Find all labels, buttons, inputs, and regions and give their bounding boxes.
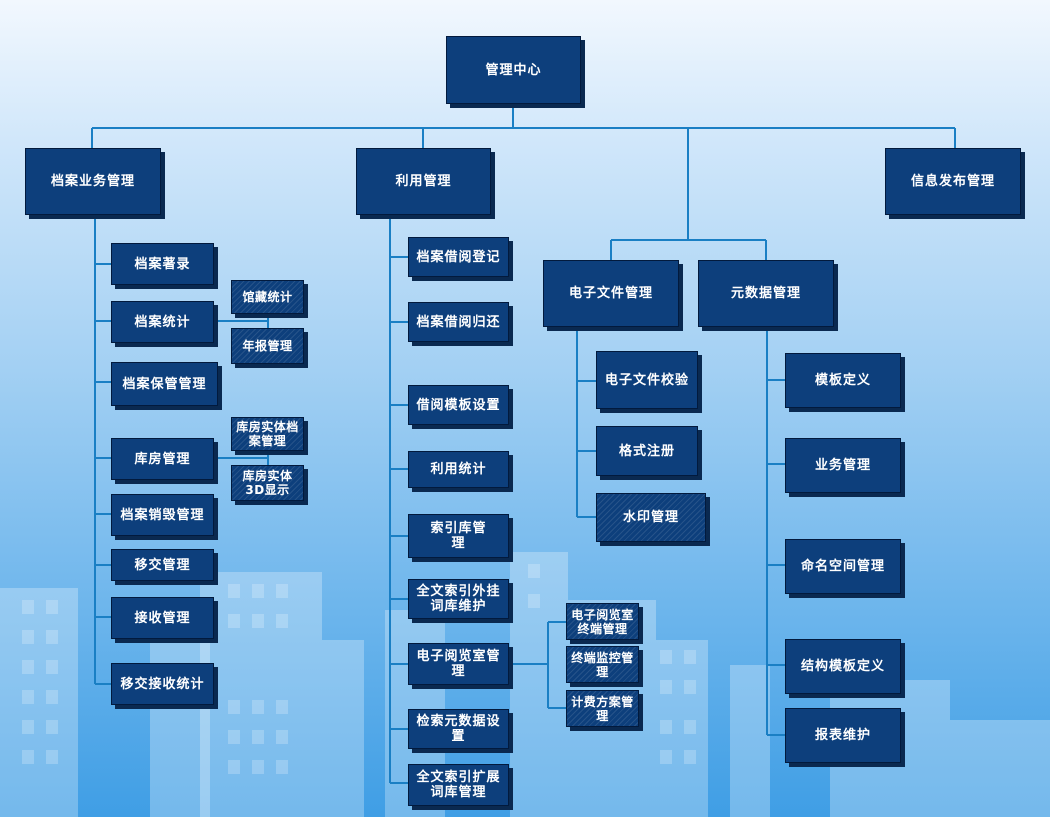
node-borrow-template: 借阅模板设置 [408, 385, 509, 425]
node-reading-room-terminal: 电子阅览室终端管理 [566, 603, 639, 640]
node-business-management: 业务管理 [785, 438, 901, 493]
node-archive-custody: 档案保管管理 [111, 362, 218, 406]
node-usage-stats: 利用统计 [408, 451, 509, 488]
node-annual-report: 年报管理 [231, 328, 304, 364]
node-report-maintenance: 报表维护 [785, 708, 901, 763]
branch-archive-business: 档案业务管理 [25, 148, 161, 215]
node-fulltext-ext-dict: 全文索引扩展词库管理 [408, 764, 509, 806]
node-watermark: 水印管理 [596, 493, 706, 542]
node-template-definition: 模板定义 [785, 353, 901, 408]
node-structure-template: 结构模板定义 [785, 639, 901, 694]
node-archive-catalog: 档案著录 [111, 243, 214, 285]
node-terminal-monitor: 终端监控管理 [566, 646, 639, 683]
node-transfer: 移交管理 [111, 549, 214, 581]
node-format-register: 格式注册 [596, 426, 698, 476]
node-warehouse-physical: 库房实体档案管理 [231, 417, 304, 451]
node-warehouse-management: 库房管理 [111, 438, 214, 480]
branch-e-file: 电子文件管理 [543, 260, 679, 327]
node-borrow-return: 档案借阅归还 [408, 302, 509, 342]
node-holdings-statistics: 馆藏统计 [231, 280, 304, 314]
node-search-metadata: 检索元数据设置 [408, 709, 509, 749]
node-namespace-management: 命名空间管理 [785, 539, 901, 594]
root-node-management-center: 管理中心 [446, 36, 581, 104]
node-borrow-register: 档案借阅登记 [408, 237, 509, 277]
node-efile-verify: 电子文件校验 [596, 351, 698, 409]
node-index-library: 索引库管理 [408, 514, 509, 558]
node-fulltext-plugin-dict: 全文索引外挂词库维护 [408, 579, 509, 619]
node-archive-statistics: 档案统计 [111, 301, 214, 343]
node-transfer-receive-stats: 移交接收统计 [111, 663, 214, 705]
node-billing-plan: 计费方案管理 [566, 690, 639, 727]
branch-utilization: 利用管理 [356, 148, 491, 215]
node-archive-destroy: 档案销毁管理 [111, 494, 214, 536]
node-warehouse-3d: 库房实体3D显示 [231, 465, 304, 501]
node-reading-room: 电子阅览室管理 [408, 643, 509, 685]
branch-info-publish: 信息发布管理 [885, 148, 1021, 215]
node-receive: 接收管理 [111, 597, 214, 639]
branch-metadata: 元数据管理 [698, 260, 834, 327]
